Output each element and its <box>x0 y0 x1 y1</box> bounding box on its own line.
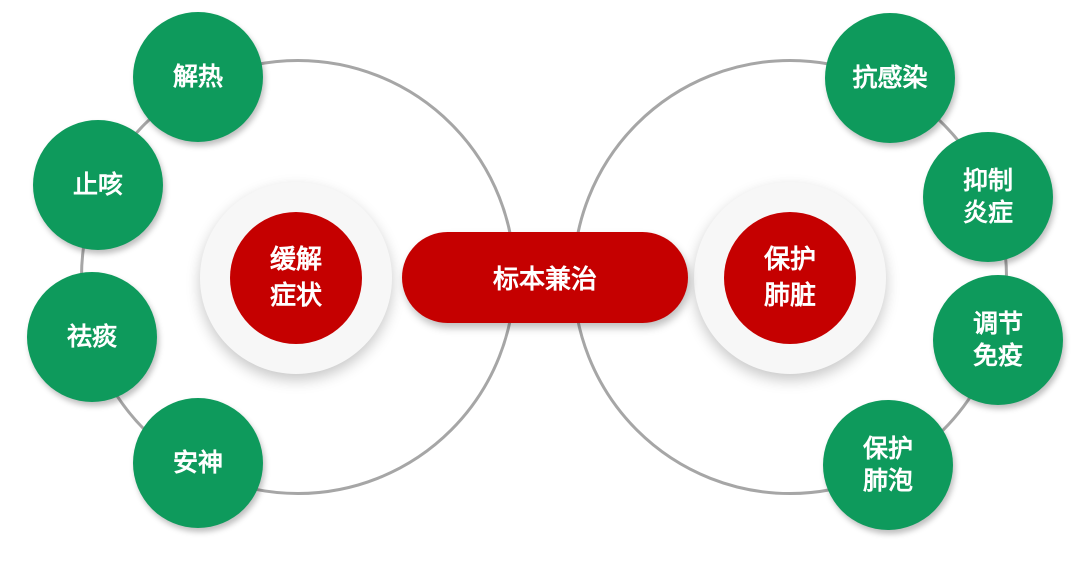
center-pill: 标本兼治 <box>402 232 688 323</box>
left-item: 祛痰 <box>27 272 157 402</box>
left-item-label: 解热 <box>172 62 223 91</box>
right-item-label: 抑制 炎症 <box>962 166 1013 227</box>
left-hub: 缓解 症状 <box>230 212 362 344</box>
left-item-label: 止咳 <box>72 170 123 199</box>
right-item: 保护 肺泡 <box>823 400 953 530</box>
right-hub-label: 保护 肺脏 <box>763 245 816 311</box>
right-item-label: 抗感染 <box>852 63 928 92</box>
center-label: 标本兼治 <box>492 265 597 295</box>
left-item: 解热 <box>133 12 263 142</box>
left-item-label: 祛痰 <box>66 322 117 351</box>
right-item: 调节 免疫 <box>933 275 1063 405</box>
left-item: 止咳 <box>33 120 163 250</box>
left-item: 安神 <box>133 398 263 528</box>
left-hub-label: 缓解 症状 <box>269 245 322 311</box>
right-hub: 保护 肺脏 <box>724 212 856 344</box>
right-item: 抑制 炎症 <box>923 132 1053 262</box>
right-item: 抗感染 <box>825 13 955 143</box>
left-item-label: 安神 <box>172 448 223 477</box>
right-item-label: 调节 免疫 <box>972 309 1023 370</box>
right-item-label: 保护 肺泡 <box>862 434 913 495</box>
